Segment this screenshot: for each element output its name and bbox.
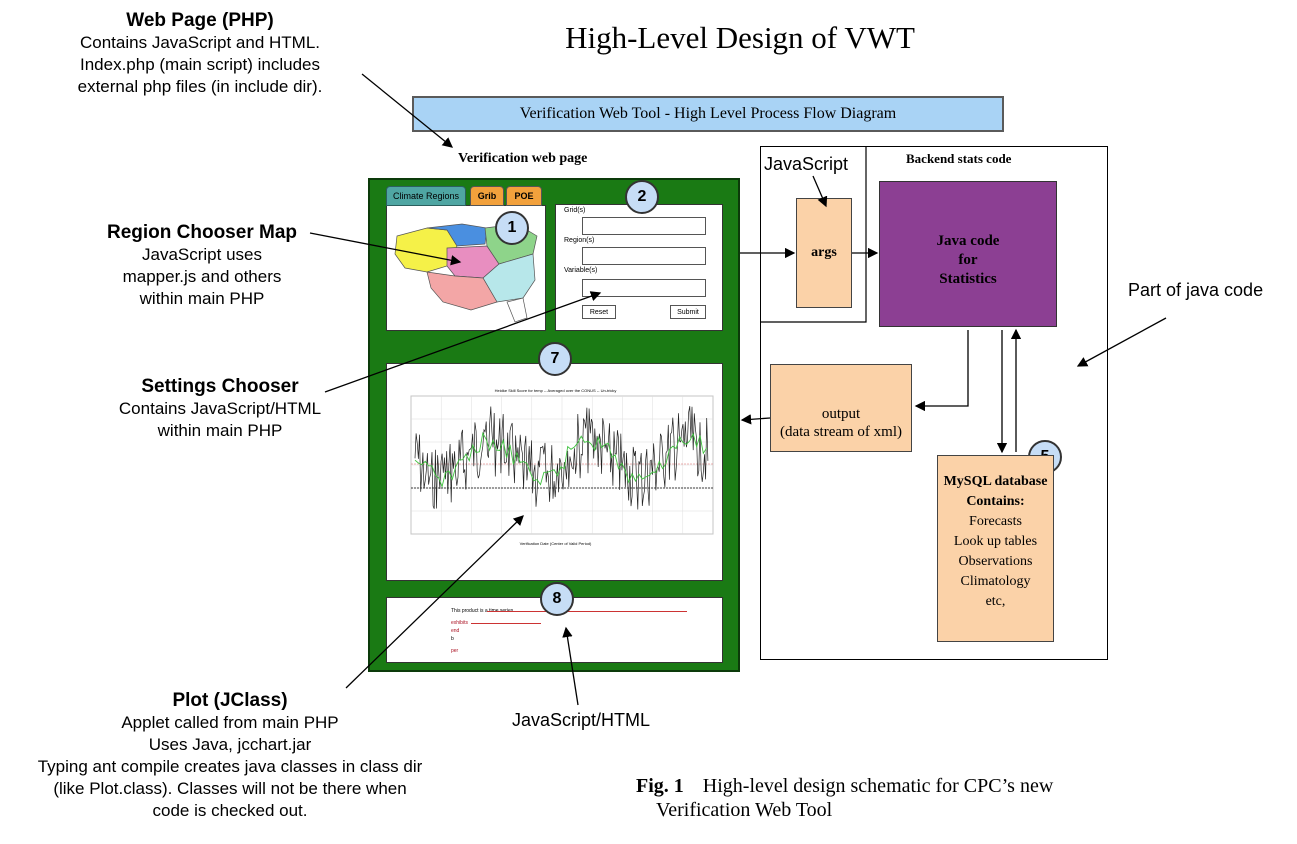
- figure-caption-line2: Verification Web Tool: [656, 799, 833, 821]
- region-chooser-annotation: Region Chooser Map JavaScript uses mappe…: [72, 222, 332, 310]
- output-line: output: [821, 406, 861, 422]
- web-page-line: Contains JavaScript and HTML.: [80, 33, 320, 52]
- text-redline: [487, 611, 687, 612]
- java-code-box: Java code for Statistics: [879, 181, 1057, 327]
- region-chooser-title: Region Chooser Map: [106, 222, 297, 243]
- settings-form-panel: Grid(s) Region(s) Variable(s) Reset Subm…: [555, 204, 723, 331]
- text-redline: [471, 623, 541, 624]
- region-chooser-line: within main PHP: [139, 289, 265, 308]
- settings-chooser-line: within main PHP: [157, 421, 283, 440]
- plot-panel: Heidke Skill Score for temp -- Averaged …: [386, 363, 723, 581]
- javascript-html-label: JavaScript/HTML: [512, 710, 651, 730]
- grid-label: Grid(s): [564, 207, 586, 214]
- reset-button[interactable]: Reset: [582, 305, 616, 319]
- figure-caption: Fig. 1 High-level design schematic for C…: [636, 774, 1296, 822]
- mysql-line: MySQL database: [943, 474, 1048, 489]
- java-code-line: Statistics: [939, 271, 997, 287]
- region-chooser-line: mapper.js and others: [122, 267, 282, 286]
- process-flow-header: Verification Web Tool - High Level Proce…: [412, 96, 1004, 132]
- output-line: (data stream of xml): [779, 424, 903, 440]
- plot-line: (like Plot.class). Classes will not be t…: [53, 779, 407, 798]
- verification-web-page-label: Verification web page: [458, 151, 588, 166]
- output-box: output (data stream of xml): [770, 364, 912, 452]
- part-of-java-label: Part of java code: [1128, 280, 1264, 300]
- tab-grib[interactable]: Grib: [470, 186, 504, 206]
- mysql-line: Forecasts: [969, 514, 1022, 529]
- javascript-top-label: JavaScript: [764, 154, 849, 174]
- settings-chooser-annotation: Settings Chooser Contains JavaScript/HTM…: [90, 376, 350, 442]
- args-label: args: [811, 245, 837, 260]
- plot-line: Uses Java, jcchart.jar: [148, 735, 312, 754]
- web-page-line: Index.php (main script) includes: [79, 55, 320, 74]
- time-series-plot: [410, 395, 714, 535]
- web-page-annotation: Web Page (PHP) Contains JavaScript and H…: [20, 10, 380, 98]
- web-page-title: Web Page (PHP): [126, 10, 274, 31]
- plot-line: Applet called from main PHP: [121, 713, 339, 732]
- tab-climate-regions[interactable]: Climate Regions: [386, 186, 466, 206]
- plot-line: Typing ant compile creates java classes …: [37, 757, 423, 776]
- region-label: Region(s): [564, 237, 595, 244]
- settings-chooser-line: Contains JavaScript/HTML: [118, 399, 322, 418]
- plot-xlabel: Verification Date (Center of Valid Perio…: [519, 541, 592, 546]
- mysql-database-box: MySQL database Contains: Forecasts Look …: [937, 455, 1054, 642]
- backend-outline: [760, 146, 1108, 660]
- text-output-line: b: [451, 636, 454, 642]
- java-code-line: for: [958, 252, 978, 268]
- region-input[interactable]: [582, 247, 706, 265]
- figure-number: Fig. 1: [636, 775, 684, 797]
- step-7-badge: 7: [538, 342, 572, 376]
- variable-input[interactable]: [582, 279, 706, 297]
- step-2-badge: 2: [625, 180, 659, 214]
- region-chooser-line: JavaScript uses: [142, 245, 262, 264]
- step-8-badge: 8: [540, 582, 574, 616]
- submit-button[interactable]: Submit: [670, 305, 706, 319]
- settings-chooser-title: Settings Chooser: [141, 376, 299, 397]
- text-output-line: end: [451, 628, 460, 634]
- process-flow-header-text: Verification Web Tool - High Level Proce…: [519, 105, 897, 122]
- text-output-line: exhibits: [451, 620, 468, 626]
- text-output-line: per: [451, 648, 459, 654]
- java-code-line: Java code: [936, 233, 1000, 249]
- web-page-line: external php files (in include dir).: [77, 77, 323, 96]
- plot-title: Plot (JClass): [172, 690, 288, 711]
- mysql-line: Observations: [958, 554, 1033, 569]
- step-1-badge: 1: [495, 211, 529, 245]
- mysql-line: Contains:: [966, 494, 1025, 509]
- backend-label: Backend stats code: [906, 151, 1012, 166]
- variable-label: Variable(s): [564, 267, 598, 274]
- plot-annotation: Plot (JClass) Applet called from main PH…: [10, 690, 450, 822]
- figure-caption-line1: High-level design schematic for CPC’s ne…: [702, 775, 1054, 797]
- mysql-line: Climatology: [960, 574, 1031, 589]
- plot-line: code is checked out.: [152, 801, 308, 820]
- args-box: args: [796, 198, 852, 308]
- tab-poe[interactable]: POE: [506, 186, 542, 206]
- mysql-line: etc,: [985, 594, 1006, 609]
- mysql-line: Look up tables: [953, 534, 1038, 549]
- page-title: High-Level Design of VWT: [565, 20, 915, 55]
- grid-input[interactable]: [582, 217, 706, 235]
